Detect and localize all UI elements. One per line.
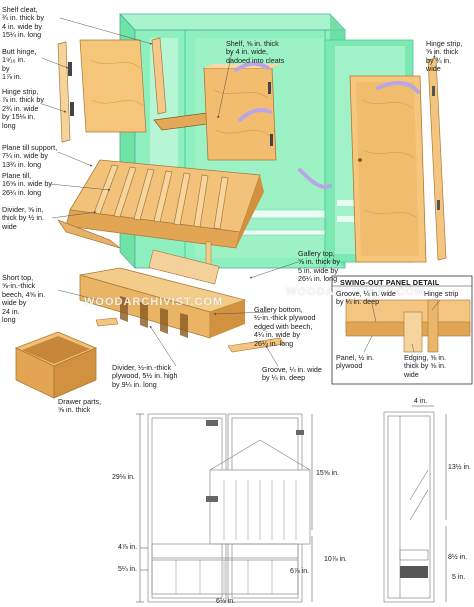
door-panels-left [57,39,147,143]
label-gallery-bottom: Gallery bottom, ½-in.-thick plywood edge… [254,305,316,348]
hinge-icon [437,200,440,210]
label-gallery-top: Gallery top, ⅝ in. thick by 5 in. wide b… [298,249,340,284]
label-shelf-cleat: Shelf cleat, ¾ in. thick by 4 in. wide b… [2,5,44,40]
dim-side-bottom: 5 in. [452,574,466,581]
label-butt-hinge: Butt hinge, 1⁹⁄₁₆ in. by 1⅞ in. [2,47,37,82]
dim-low-left: 5¼ in. [118,566,138,573]
watermark: WOODARCHIVIST.COM [84,296,224,308]
label-drawer-parts: Drawer parts, ⅝ in. thick [58,397,102,415]
dim-mid-left: 4⅞ in. [118,544,138,551]
front-dimension-lines [136,413,313,603]
screw-icon [400,566,428,578]
front-elevation [147,413,311,603]
hinge-icon [270,134,273,146]
leader-lines [41,17,437,367]
curved-arrow-icon [234,61,270,72]
gallery-unit [79,249,247,339]
label-short-top: Short top, ⅝-in.-thick beech, 4⅝ in. wid… [2,273,46,325]
hinge-icon [70,102,74,116]
dim-upper: 15⅝ in. [316,470,339,477]
swing-out-panel [349,75,427,263]
shelf-cleat [151,37,167,115]
hinge-icon [68,62,72,76]
detail-label-hinge-strip: Hinge strip [424,289,459,298]
side-elevation [383,411,435,603]
dim-lower-right: 10⅞ in. [324,556,347,563]
side-dimension-lines [412,405,447,602]
motion-arrows [234,61,420,189]
label-groove-bottom: Groove, ¼ in. wide by ¼ in. deep [262,365,322,383]
label-hinge-strip-right: Hinge strip, ⅝ in. thick by ¾ in. wide [426,39,463,74]
middle-hinged-panel [203,64,280,161]
detail-label-panel: Panel, ½ in. plywood [336,353,374,371]
dim-side-lower: 8½ in. [448,554,468,561]
groove-strip [227,337,285,353]
label-plane-till: Plane till, 16⅝ in. wide by 26¼ in. long [2,171,52,197]
dim-side-top: 4 in. [414,398,428,405]
curved-arrow-icon [298,168,332,189]
watermark: WOODARCHIVIST.COM [286,286,426,298]
detail-title: SWING-OUT PANEL DETAIL [340,278,440,287]
knob-icon [358,158,362,162]
hinge-icon [296,430,304,435]
hinge-strip-right [427,57,447,261]
label-divider-large: Divider, ½-in.-thick plywood, 5½ in. hig… [112,363,178,389]
hinge-icon [206,420,218,426]
detail-label-edging: Edging, ⅝ in. thick by ⅝ in. wide [404,353,446,379]
label-divider-small: Divider, ⅝ in. thick by ½ in. wide [2,205,44,231]
dim-side-upper: 13½ in. [448,464,471,471]
short-strip [95,317,119,327]
curved-arrow-icon [376,81,420,94]
detail-label-groove: Groove, ¼ in. wide by ¼ in. deep [336,289,396,307]
dim-overall-height: 29⅛ in. [112,474,135,481]
dim-bottom-right: 6⅞ in. [290,568,310,575]
dim-bottom-width: 6⅛ in. [216,598,236,605]
curved-arrow-icon [238,108,272,122]
hinge-icon [268,82,271,94]
plane-till [57,159,264,279]
label-hinge-strip-left: Hinge strip, ⅞ in. thick by 2¾ in. wide … [2,87,44,130]
swing-out-detail-box [331,275,473,385]
label-plane-till-support: Plane till support, 7¼ in. wide by 13¾ i… [2,143,58,169]
drawer [14,331,98,399]
hinge-icon [206,496,218,502]
label-shelf: Shelf, ⅝ in. thick by 4 in. wide, dadoed… [226,39,285,65]
hinge-icon [432,86,435,96]
